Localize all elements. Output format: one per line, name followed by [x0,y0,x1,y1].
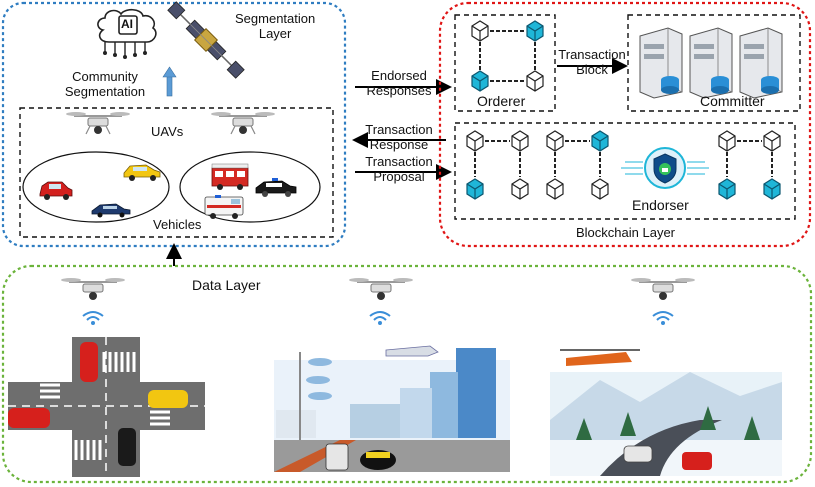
transaction-proposal-label: Transaction Proposal [360,154,438,184]
drone-icon [211,112,275,135]
transaction-block-line2: Block [576,62,608,77]
drone-icon [61,278,125,300]
data-layer-box [1,264,813,484]
endorser-box [454,122,796,220]
transaction-response-label: Transaction Response [360,122,438,152]
segmentation-layer-box [1,1,347,248]
uav-vehicle-box [19,107,334,238]
server-icon [689,27,733,99]
ambulance-icon [204,195,244,219]
vehicle-cluster-right [179,151,321,223]
wifi-signal-icon [82,311,104,325]
transaction-proposal-line2: Proposal [373,169,425,184]
mountain-scene [550,349,782,476]
endorsed-responses-label: Endorsed Responses [360,68,438,98]
drone-icon [349,278,413,300]
security-shield-icon [621,147,709,189]
transaction-response-line1: Transaction [365,122,433,137]
ai-chip-label: AI [121,17,133,31]
wifi-signal-icon [369,311,391,325]
community-segmentation-line1: Community [72,69,138,84]
blockchain-layer-box [438,1,812,248]
transaction-proposal-line1: Transaction [365,154,433,169]
segmentation-layer-title: Segmentation Layer [235,11,315,41]
upward-arrow-icon [162,66,177,97]
orderer-label: Orderer [477,93,526,109]
committer-label: Committer [700,93,765,109]
blue-car-icon [91,203,131,218]
endorsed-responses-line1: Endorsed [371,68,427,83]
vehicle-cluster-left [22,151,170,223]
blockchain-layer-title: Blockchain Layer [576,225,675,240]
uavs-label: UAVs [151,124,184,139]
transaction-block-line1: Transaction [558,47,626,62]
wifi-signal-icon [652,311,674,325]
satellite-icon [167,1,245,79]
fire-truck-icon [211,163,249,190]
segmentation-layer-title-line2: Layer [258,26,292,41]
endorser-chain-icon [466,130,781,200]
red-car-icon [39,181,73,200]
orderer-box [454,14,556,112]
orderer-chain-icon [471,20,544,92]
drone-icon [66,112,130,135]
server-icon [739,27,783,99]
endorsed-responses-line2: Responses [366,83,432,98]
vehicles-label: Vehicles [153,217,202,232]
committer-box [627,14,801,112]
transaction-block-label: Transaction Block [556,47,628,77]
transaction-response-line2: Response [369,137,429,152]
drone-icon [631,278,695,300]
server-icon [639,27,683,99]
community-segmentation-line2: Segmentation [64,84,146,99]
yellow-car-icon [123,164,161,181]
data-layer-title: Data Layer [192,277,261,293]
city-scene [274,345,510,472]
intersection-scene [8,337,205,477]
police-car-icon [255,178,297,197]
ai-brain-icon [97,8,157,59]
community-segmentation-label: Community Segmentation [56,69,154,99]
endorser-label: Endorser [632,197,689,213]
segmentation-layer-title-line1: Segmentation [235,11,316,26]
